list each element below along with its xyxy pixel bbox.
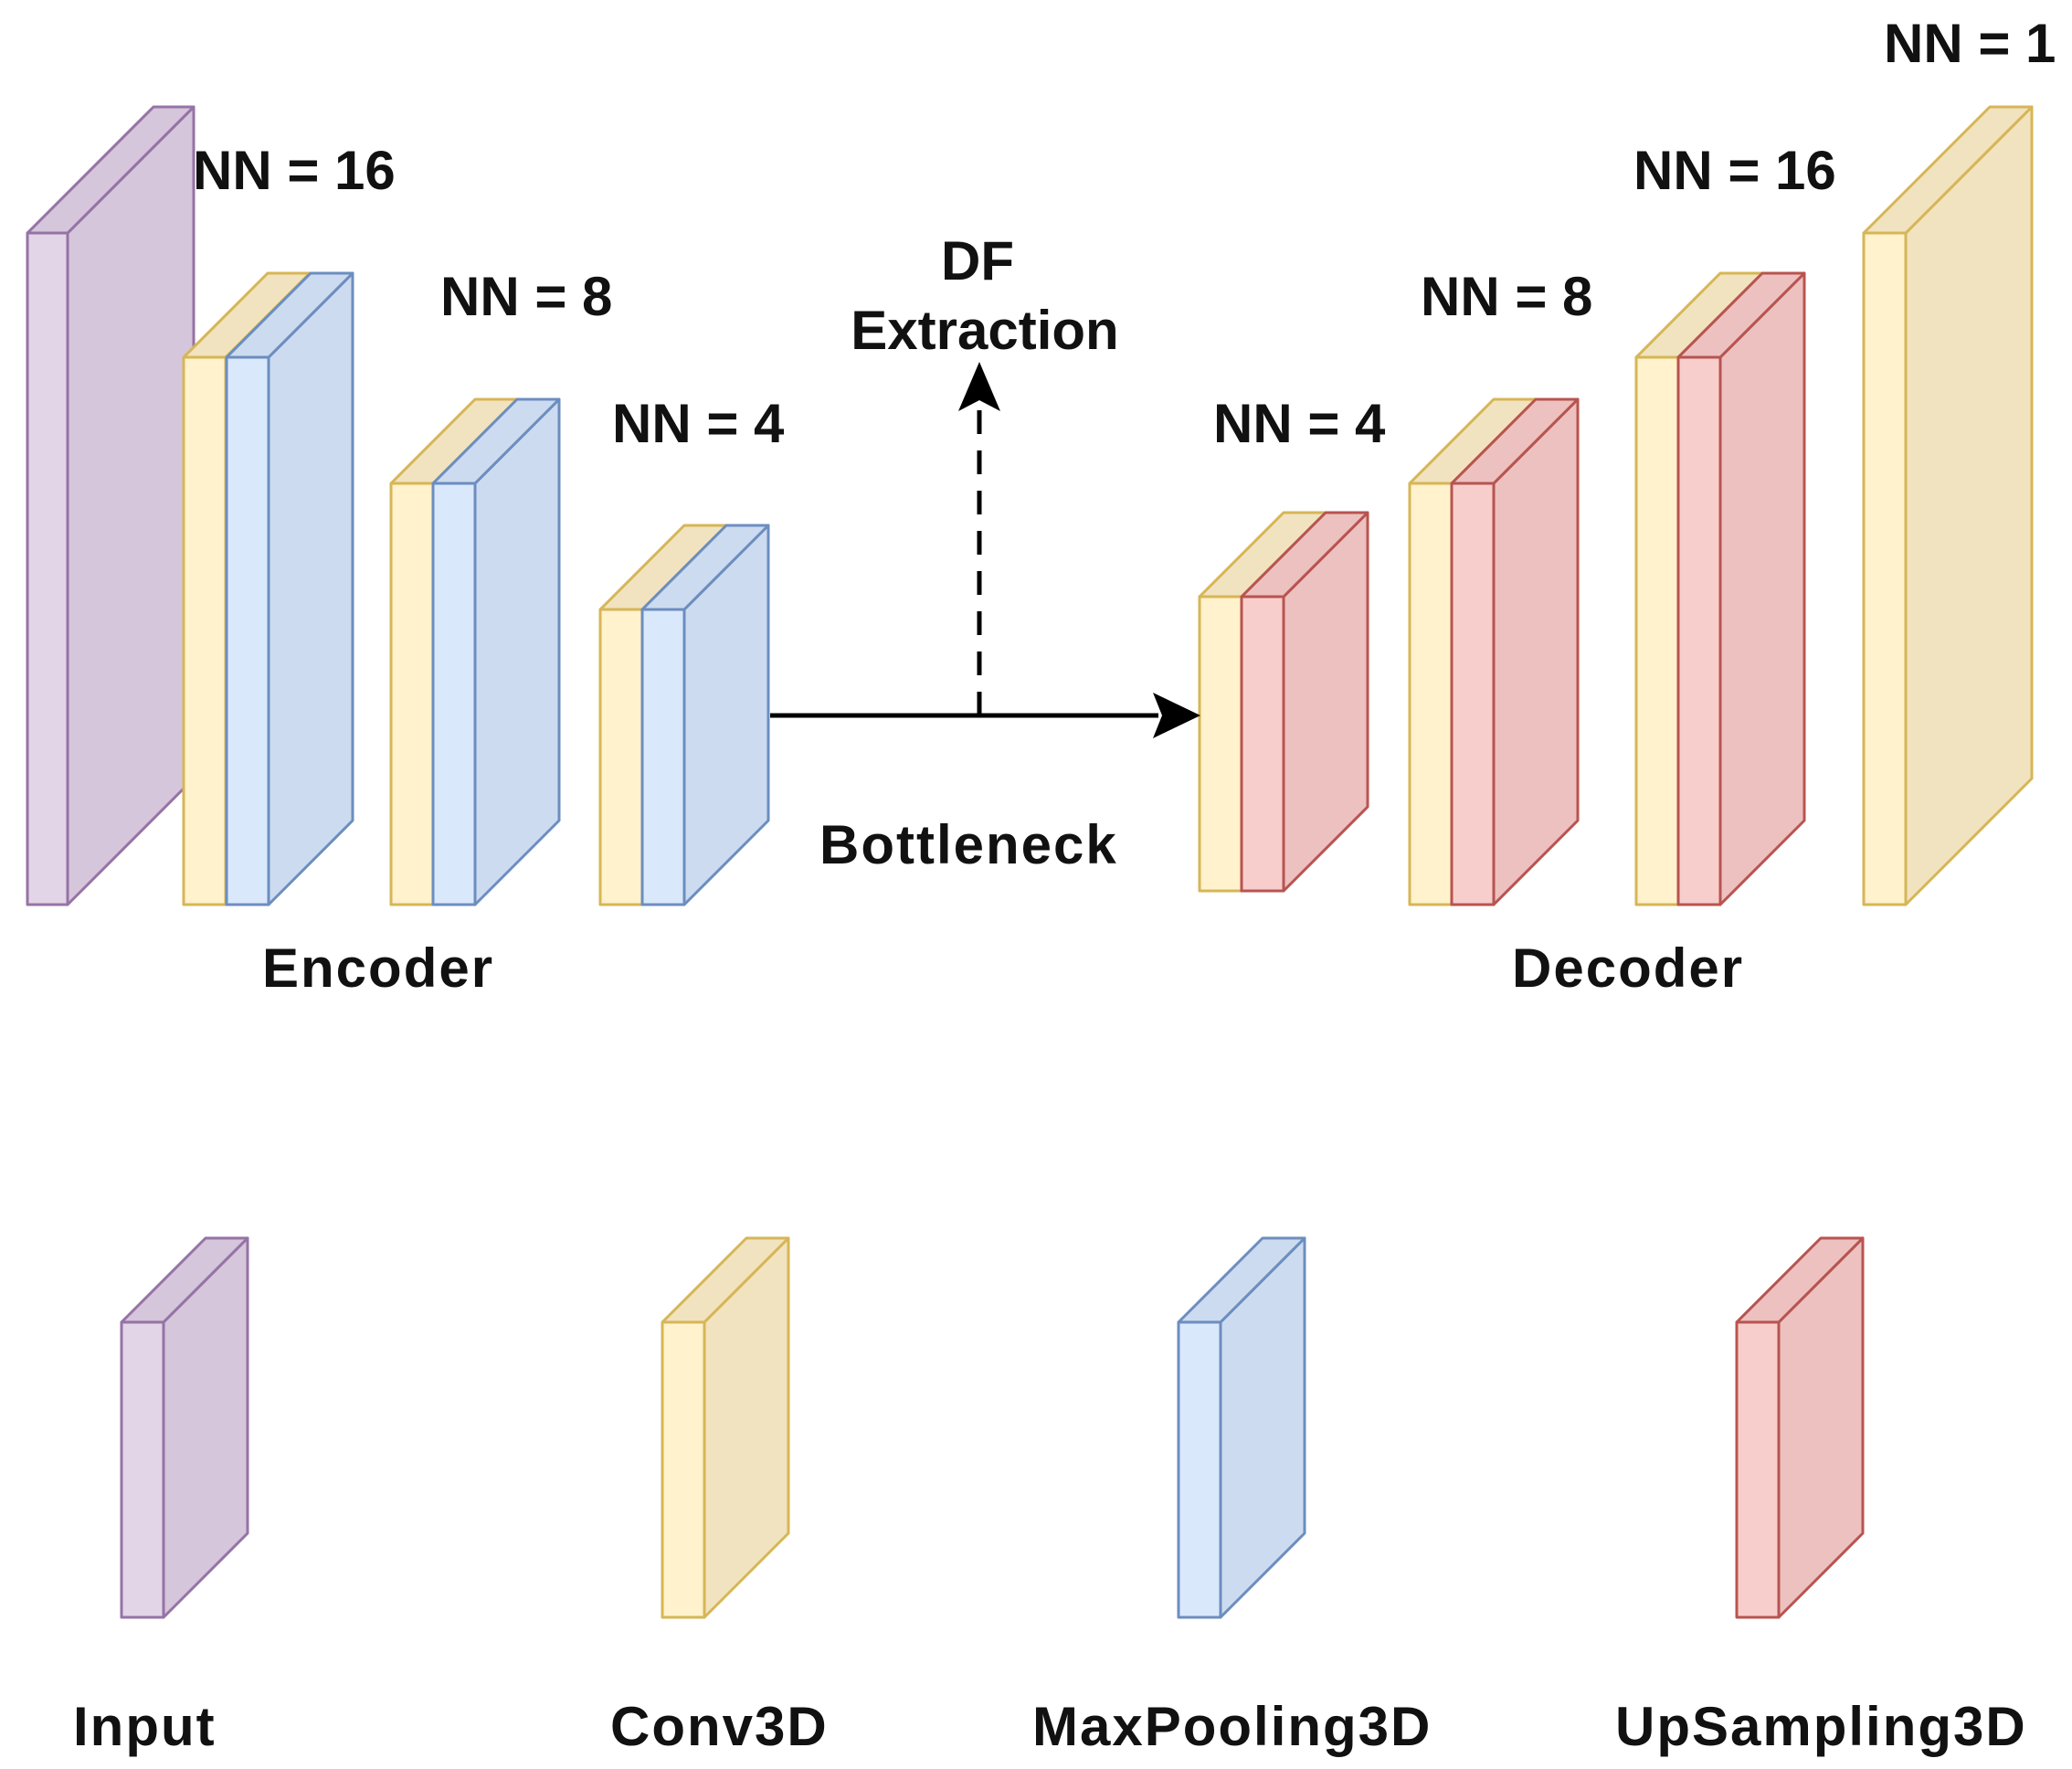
legend-upsampling3d-block	[1735, 1236, 1865, 1619]
extraction-label: Extraction	[851, 300, 1118, 361]
legend-label-maxpooling3d: MaxPooling3D	[1032, 1696, 1432, 1757]
bottleneck-arrow	[770, 693, 1200, 738]
decoder-nn-8-label: NN = 8	[1421, 266, 1592, 327]
df-label: DF	[941, 230, 1014, 291]
legend-label-upsampling3d: UpSampling3D	[1615, 1696, 2027, 1757]
decoder-upsampling3d-block-2	[1450, 397, 1580, 906]
bottleneck-label: Bottleneck	[819, 814, 1118, 875]
legend-conv3d-block	[661, 1236, 790, 1619]
input-block	[26, 105, 196, 906]
decoder-upsampling3d-block-3	[1676, 271, 1806, 906]
encoder-caption: Encoder	[262, 937, 494, 999]
encoder-nn-8-label: NN = 8	[440, 266, 612, 327]
decoder-caption: Decoder	[1512, 937, 1744, 999]
encoder-maxpooling3d-block-1	[225, 271, 354, 906]
legend-label-conv3d: Conv3D	[610, 1696, 829, 1757]
decoder-nn-4-label: NN = 4	[1213, 393, 1386, 454]
decoder-nn-1-label: NN = 1	[1884, 13, 2056, 74]
decoder-upsampling3d-block-1	[1240, 511, 1369, 893]
encoder-maxpooling3d-block-2	[431, 397, 561, 906]
encoder-maxpooling3d-block-3	[640, 524, 770, 906]
decoder-nn-16-label: NN = 16	[1633, 140, 1836, 201]
df-extraction-arrow	[958, 362, 1000, 715]
layer-blocks	[26, 105, 2034, 1619]
output-conv3d-block	[1862, 105, 2034, 906]
encoder-nn-16-label: NN = 16	[193, 140, 396, 201]
encoder-nn-4-label: NN = 4	[612, 393, 785, 454]
legend-label-input: Input	[73, 1696, 217, 1757]
legend-maxpooling3d-block	[1177, 1236, 1306, 1619]
legend-input-block	[120, 1236, 249, 1619]
